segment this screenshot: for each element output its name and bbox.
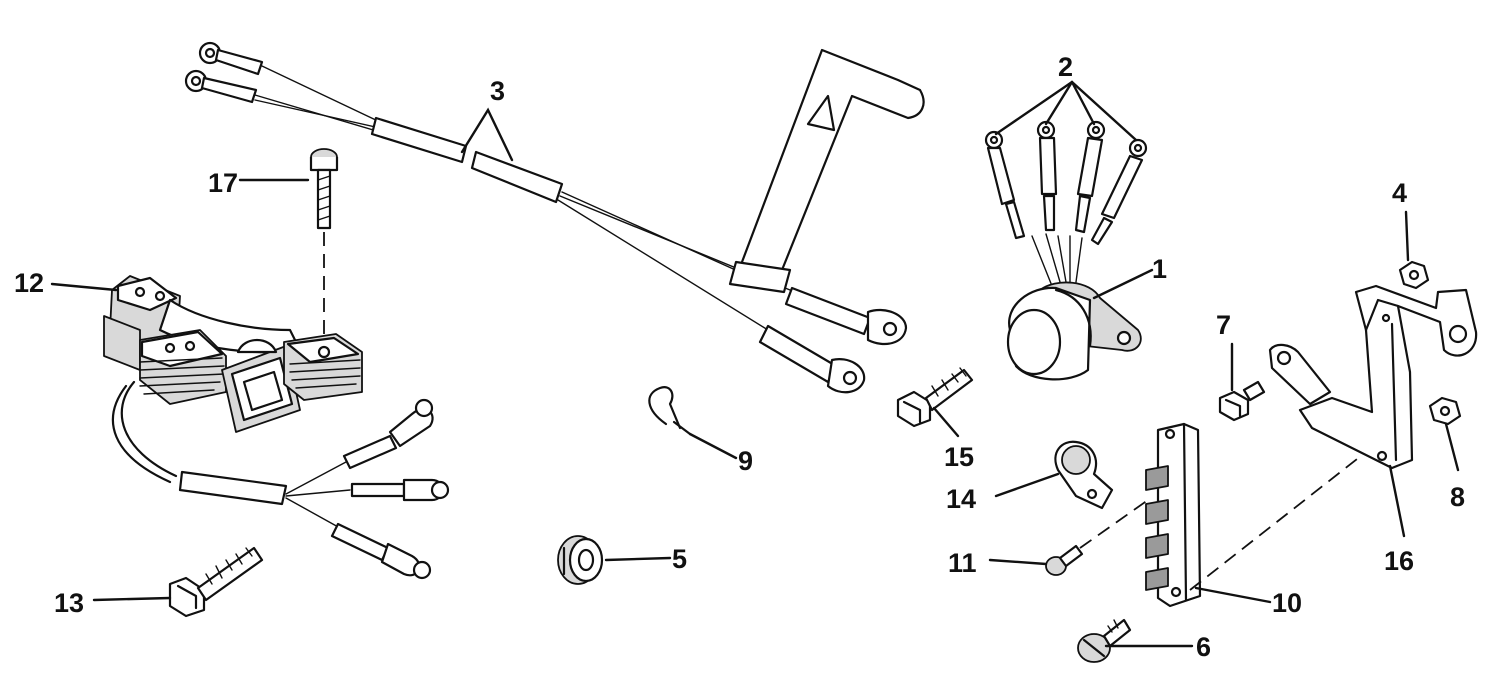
- callout-1: 1: [1092, 254, 1167, 300]
- part-16-bracket: [1268, 284, 1478, 470]
- callout-label-2: 2: [1058, 52, 1073, 82]
- callout-label-17: 17: [208, 168, 238, 198]
- part-11-small-screw: [1045, 499, 1149, 576]
- callout-14: 14: [946, 472, 1060, 514]
- callout-17: 17: [208, 168, 310, 198]
- callout-label-13: 13: [54, 588, 84, 618]
- callout-8: 8: [1444, 422, 1465, 512]
- callout-13: 13: [54, 588, 172, 618]
- callout-16: 16: [1384, 464, 1414, 576]
- part-9-clip: [648, 386, 692, 436]
- callout-10: 10: [1194, 586, 1302, 618]
- part-3-wire-harness: [184, 41, 925, 394]
- part-15-bolt: [896, 367, 974, 428]
- callout-7: 7: [1216, 310, 1234, 392]
- callout-label-6: 6: [1196, 632, 1211, 662]
- callout-15: 15: [932, 406, 974, 472]
- part-1-component-can: [1006, 233, 1142, 381]
- part-14-clamp: [1054, 440, 1114, 510]
- callout-9: 9: [688, 432, 753, 476]
- part-5-grommet: [557, 535, 604, 585]
- callout-label-7: 7: [1216, 310, 1231, 340]
- callout-5: 5: [604, 544, 687, 574]
- callout-label-15: 15: [944, 442, 974, 472]
- callout-label-16: 16: [1384, 546, 1414, 576]
- callout-4: 4: [1392, 178, 1410, 262]
- callout-12: 12: [14, 268, 118, 298]
- callout-2: 2: [1058, 52, 1073, 82]
- callout-label-9: 9: [738, 446, 753, 476]
- callout-label-5: 5: [672, 544, 687, 574]
- part-7-bolt: [1218, 380, 1266, 422]
- callout-label-8: 8: [1450, 482, 1465, 512]
- callout-3: 3: [460, 76, 514, 162]
- callout-label-1: 1: [1152, 254, 1167, 284]
- part-13-bolt: [168, 546, 264, 618]
- callout-label-11: 11: [948, 548, 977, 578]
- part-12-stator-assembly: [103, 275, 450, 580]
- callout-label-14: 14: [946, 484, 976, 514]
- callout-6: 6: [1104, 632, 1211, 662]
- callout-label-4: 4: [1392, 178, 1407, 208]
- callout-label-10: 10: [1272, 588, 1302, 618]
- callout-label-3: 3: [490, 76, 505, 106]
- part-2-terminal-leads: [984, 80, 1148, 246]
- part-17-screw: [309, 148, 339, 352]
- part-10-terminal-block: [1145, 422, 1367, 608]
- part-4-nut: [1398, 260, 1430, 290]
- part-6-screw: [1077, 618, 1132, 663]
- callout-label-12: 12: [14, 268, 44, 298]
- callout-11: 11: [948, 548, 1048, 578]
- part-8-nut: [1428, 396, 1462, 426]
